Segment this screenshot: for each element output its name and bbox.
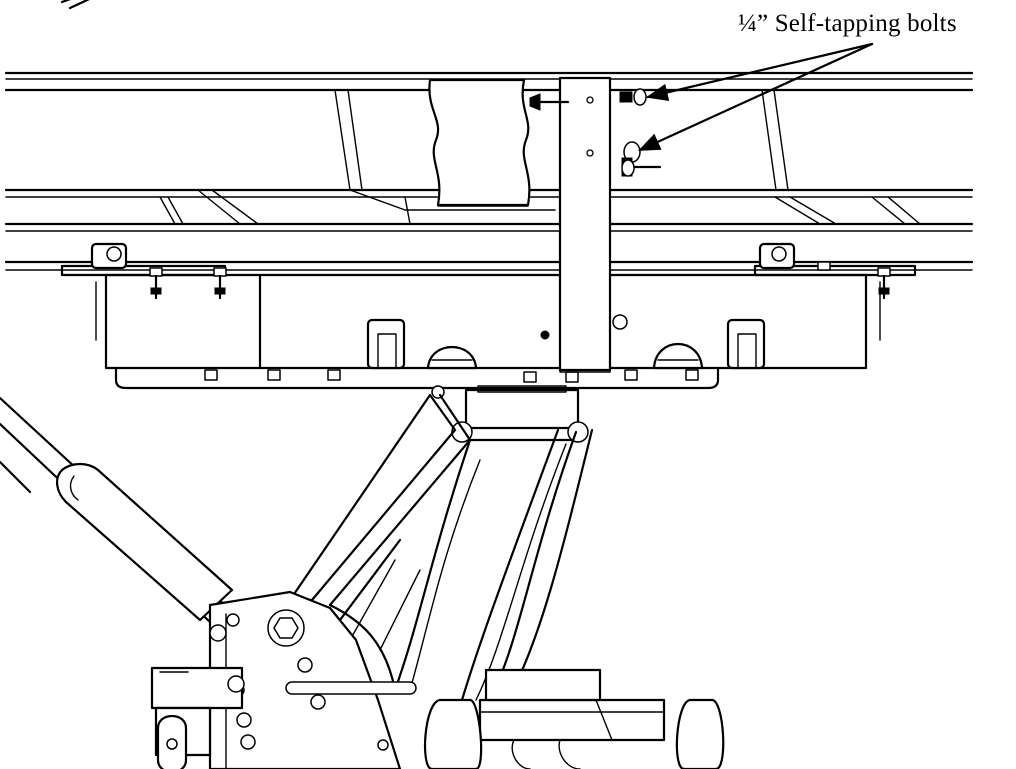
- bracket-plate: [558, 76, 612, 373]
- frame-rail: [4, 71, 974, 271]
- self-tapping-bolt: [529, 88, 647, 111]
- jack-handle: [0, 396, 234, 624]
- break-marks: [60, 0, 90, 10]
- nut: [877, 267, 891, 300]
- callout-arrows: [637, 42, 874, 152]
- lift-arms: [288, 393, 594, 702]
- jack-base: [150, 590, 725, 769]
- nut: [817, 261, 831, 271]
- fasteners: [149, 261, 891, 383]
- lift-cradle: [60, 242, 917, 390]
- nut: [213, 267, 227, 300]
- self-tapping-bolts-callout: ¼” Self-tapping bolts: [738, 10, 957, 37]
- jack-saddle: [431, 385, 589, 443]
- self-tapping-bolt: [621, 141, 662, 177]
- nut: [149, 267, 163, 300]
